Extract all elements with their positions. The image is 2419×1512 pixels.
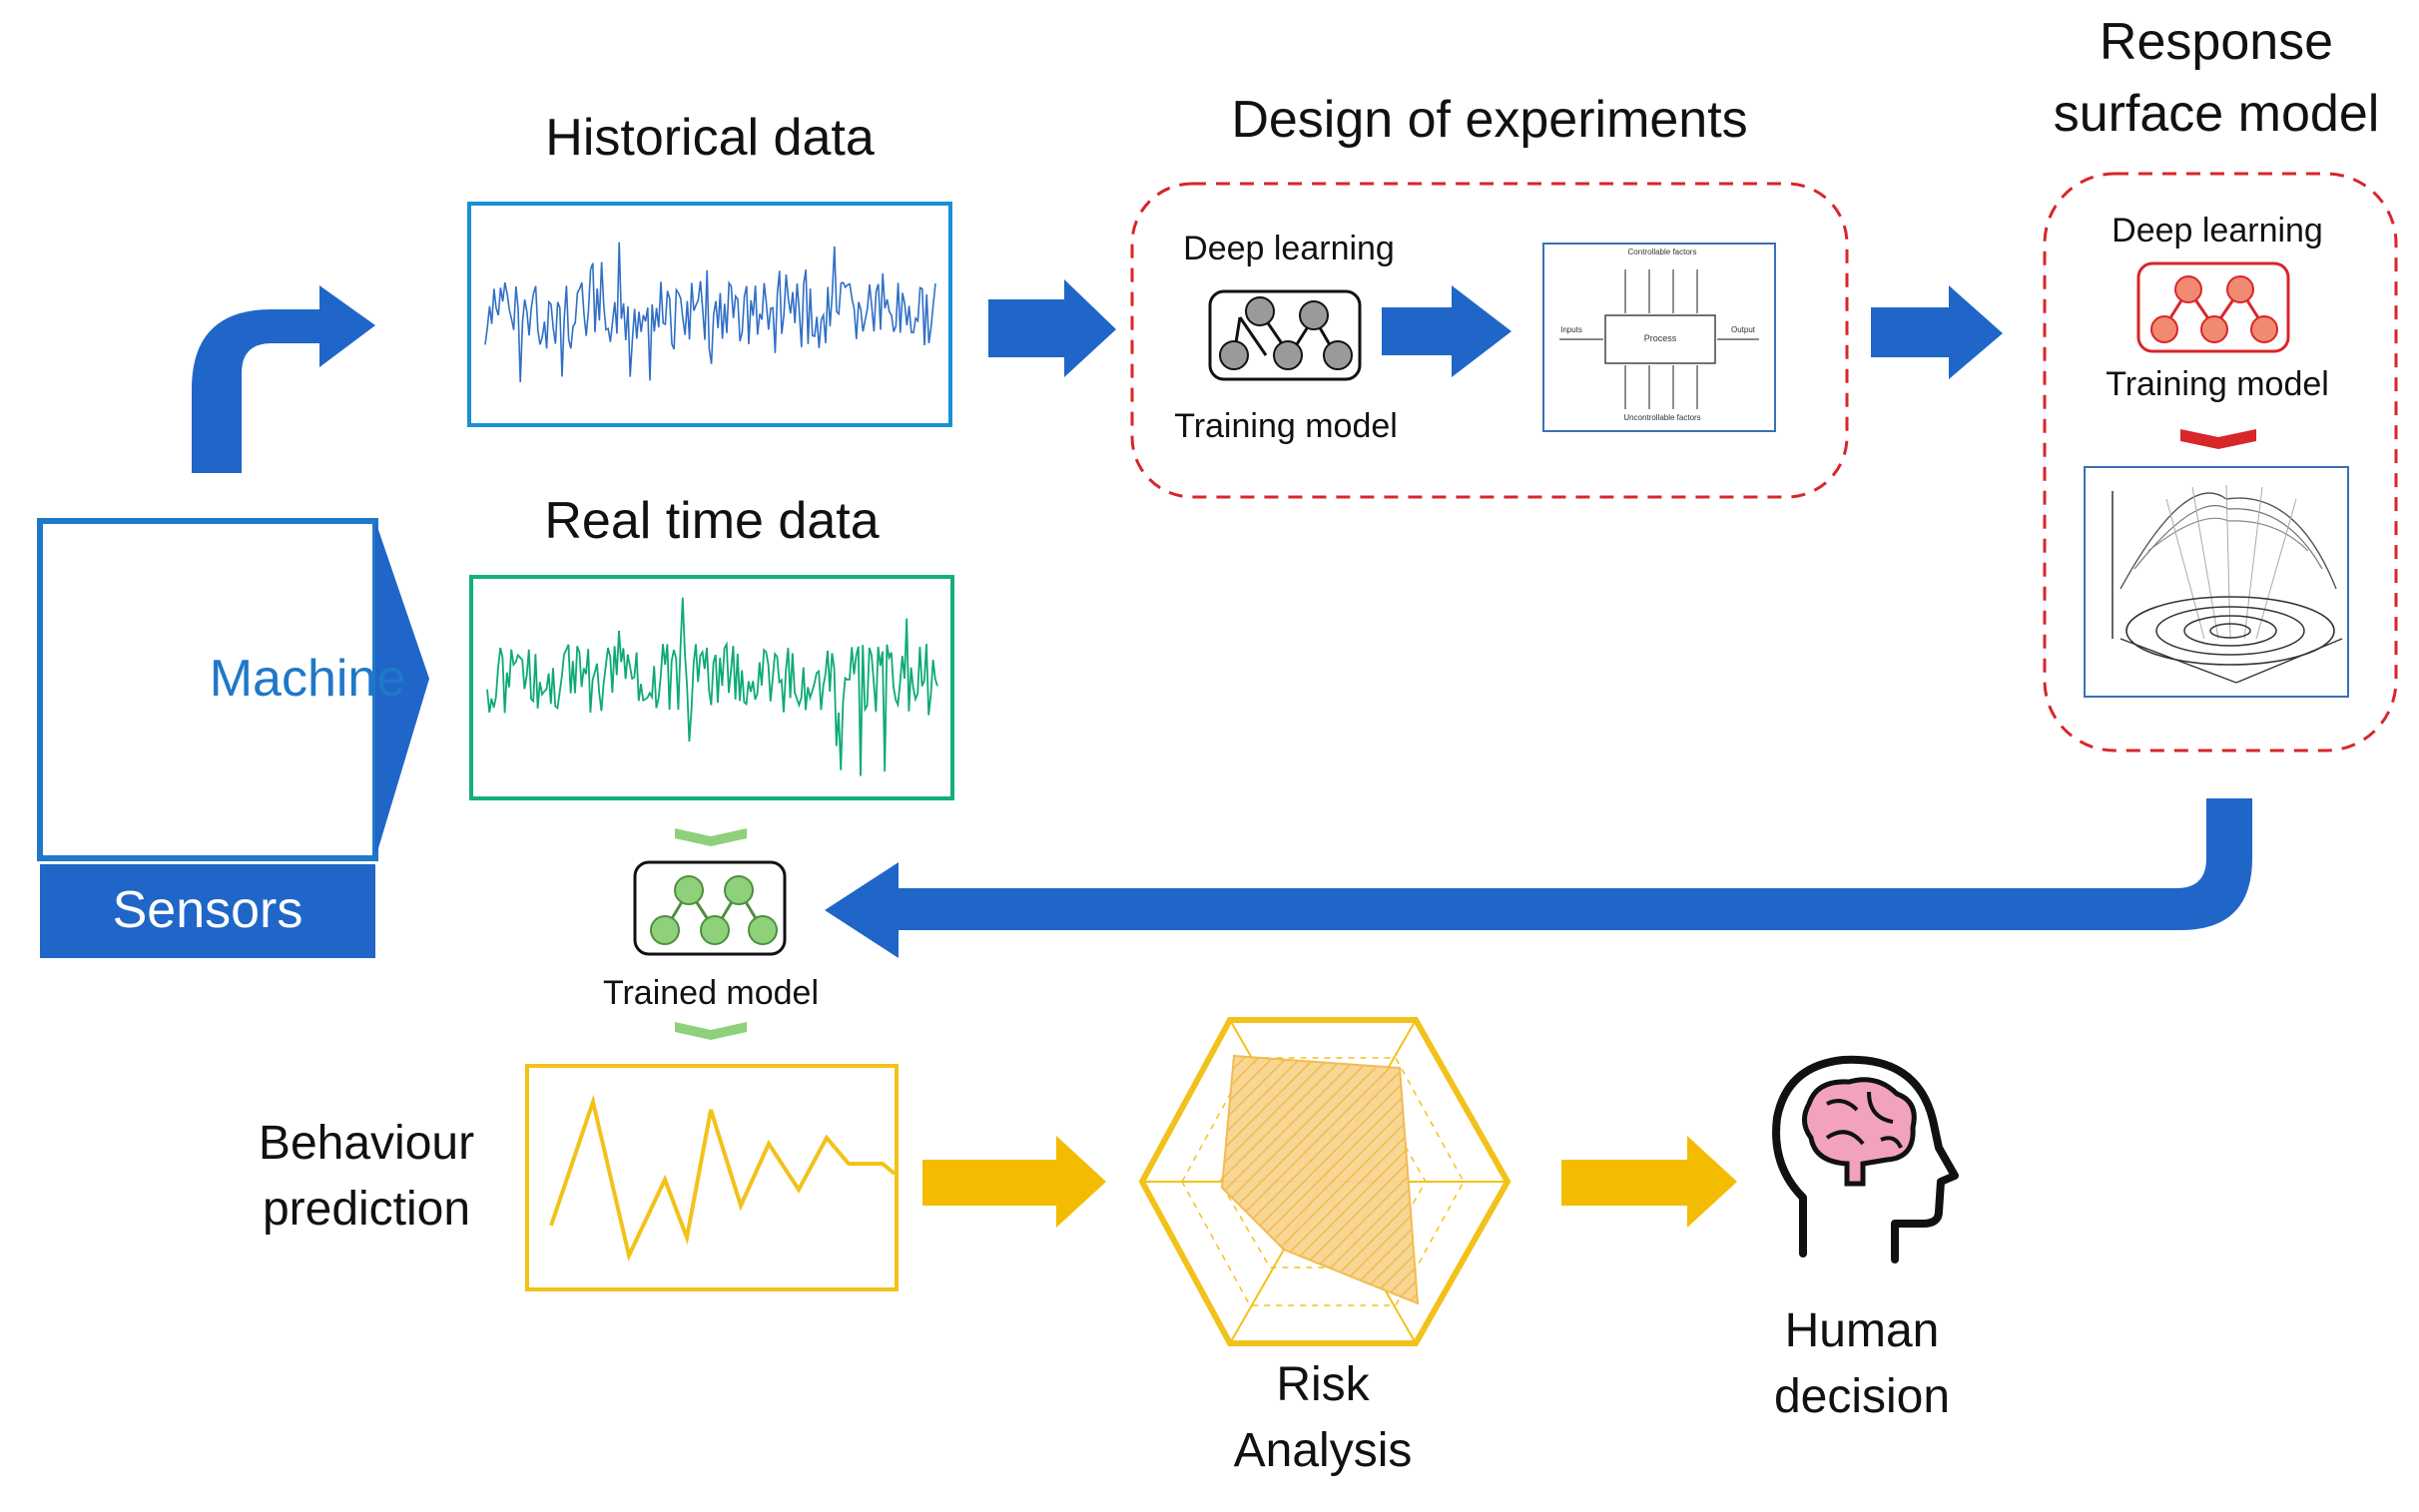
rsm-deep-learning-label: Deep learning: [2112, 212, 2323, 250]
behaviour-label-line1: Behaviour: [258, 1117, 475, 1170]
process-controllable-label: Controllable factors: [1627, 248, 1697, 256]
process-inputs-label: Inputs: [1560, 325, 1582, 334]
sensors-label: Sensors: [112, 881, 303, 939]
realtime-chevron: [675, 828, 747, 846]
human-head-brain-icon: [1772, 1055, 1959, 1263]
rsm-training-model-label: Training model: [2106, 365, 2329, 403]
risk-radar-area: [1220, 1054, 1420, 1305]
doe-to-rsm-arrow: [1871, 285, 2003, 379]
process-label: Process: [1643, 333, 1677, 343]
human-label-line2: decision: [1773, 1370, 1951, 1423]
trained-model-chevron: [675, 1022, 747, 1040]
machine-box: [37, 518, 378, 861]
rsm-container: [2043, 172, 2398, 753]
process-diagram-thumbnail: [1542, 243, 1776, 432]
machine-label: Machine: [209, 650, 406, 708]
doe-title: Design of experiments: [1231, 91, 1748, 149]
risk-label-line2: Analysis: [1233, 1424, 1413, 1477]
process-uncontrollable-label: Uncontrollable factors: [1623, 413, 1701, 422]
realtime-signal-line: [486, 597, 938, 776]
historical-to-doe-arrow: [988, 279, 1116, 377]
rsm-title-line2: surface model: [2053, 85, 2380, 143]
risk-radar-chart: [1138, 1017, 1512, 1346]
human-label-line1: Human: [1784, 1304, 1940, 1357]
rsm-to-trained-model-arrow: [825, 798, 2252, 958]
historical-data-title: Historical data: [545, 109, 875, 167]
process-output-label: Output: [1730, 325, 1755, 334]
trained-model-neural-network-icon: [633, 860, 787, 956]
machine-arrow-tip: [375, 521, 429, 858]
behaviour-prediction-line: [549, 1094, 897, 1262]
historical-signal-line: [484, 242, 936, 383]
machine-to-historical-arrow: [192, 285, 375, 473]
rsm-neural-network-icon: [2136, 261, 2290, 353]
rsm-title-line1: Response: [2099, 13, 2334, 71]
rsm-chevron: [2180, 429, 2256, 449]
doe-training-model-label: Training model: [1174, 407, 1398, 445]
behaviour-to-risk-arrow: [922, 1136, 1106, 1228]
historical-data-box: [467, 202, 952, 427]
risk-label-line1: Risk: [1276, 1358, 1370, 1411]
doe-neural-network-icon: [1208, 289, 1362, 381]
risk-to-human-arrow: [1561, 1136, 1737, 1228]
trained-model-label: Trained model: [602, 974, 820, 1012]
doe-container: [1130, 182, 1849, 499]
sensors-bar: [40, 864, 375, 958]
behaviour-prediction-box: [525, 1064, 899, 1291]
realtime-data-title: Real time data: [544, 492, 880, 550]
doe-inner-arrow: [1382, 285, 1512, 377]
response-surface-plot-thumbnail: [2084, 466, 2349, 698]
behaviour-label-line2: prediction: [262, 1183, 471, 1236]
doe-deep-learning-label: Deep learning: [1183, 230, 1395, 267]
